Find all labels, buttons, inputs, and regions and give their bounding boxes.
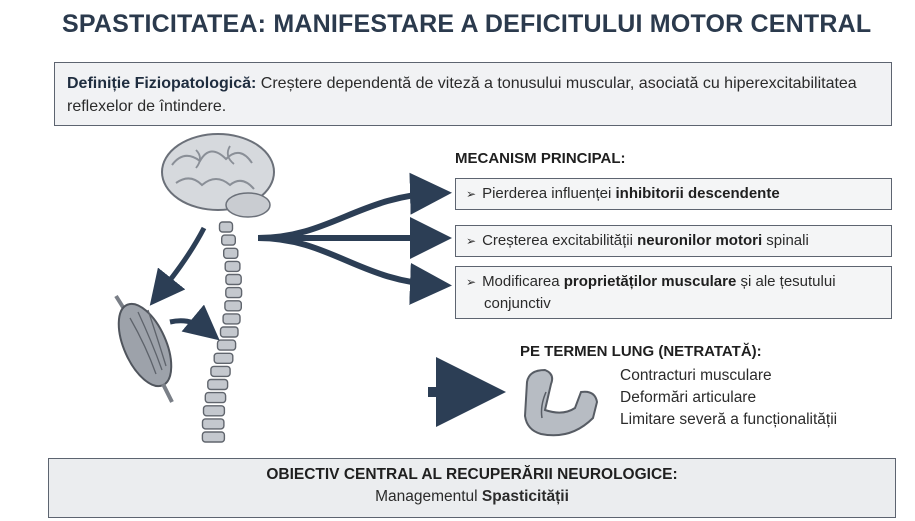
mechanism-heading: MECANISM PRINCIPAL: [455,150,626,167]
long-term-list: Contracturi musculare Deformări articula… [620,365,837,431]
definition-text: Creștere dependentă de viteză a tonusulu… [67,75,857,115]
arm-icon [523,368,599,437]
vertebra [210,365,231,378]
mechanism-item-3: ➢Modificarea proprietăților musculare și… [455,266,892,319]
muscle-icon [114,294,174,403]
mechanism-item-1: ➢Pierderea influenței inhibitorii descen… [455,178,892,210]
spine-icon [201,221,243,443]
vertebra [207,378,229,391]
vertebra [204,391,227,404]
definition-label: Definiție Fiziopatologică: [67,75,257,92]
arrow-brain-to-muscle [149,226,207,306]
mechanism-item-2: ➢Creșterea excitabilității neuronilor mo… [455,225,892,257]
page-title: SPASTICITATEA: MANIFESTARE A DEFICITULUI… [62,10,872,38]
long-term-item: Contracturi musculare [620,367,772,384]
long-term-heading: PE TERMEN LUNG (NETRATATĂ): [520,343,762,360]
vertebra [220,234,236,246]
vertebra [224,300,242,312]
vertebra [222,247,239,260]
definition-box: Definiție Fiziopatologică: Creștere depe… [54,62,892,126]
long-term-item: Limitare severă a funcționalității [620,411,838,428]
vertebra [218,221,234,233]
arrow-bullet-icon: ➢ [466,234,477,248]
goal-text: Managementul Spasticității [375,488,569,505]
vertebra [201,418,225,430]
arrow-muscle-to-spine [169,304,220,341]
vertebra [225,286,243,299]
vertebra [201,431,226,443]
vertebra [219,326,239,338]
arrow-bullet-icon: ➢ [466,275,477,289]
long-term-item: Deformări articulare [620,389,757,406]
mechanism-arrows [257,172,452,305]
vertebra [216,339,237,351]
goal-title: OBIECTIV CENTRAL AL RECUPERĂRII NEUROLOG… [266,466,678,483]
vertebra [213,352,234,364]
vertebra [222,313,241,325]
brain-icon [161,133,275,218]
arrow-bullet-icon: ➢ [466,187,477,201]
vertebra [224,260,241,273]
vertebra [202,405,226,417]
vertebra [225,273,242,286]
goal-box: OBIECTIV CENTRAL AL RECUPERĂRII NEUROLOG… [48,458,896,518]
